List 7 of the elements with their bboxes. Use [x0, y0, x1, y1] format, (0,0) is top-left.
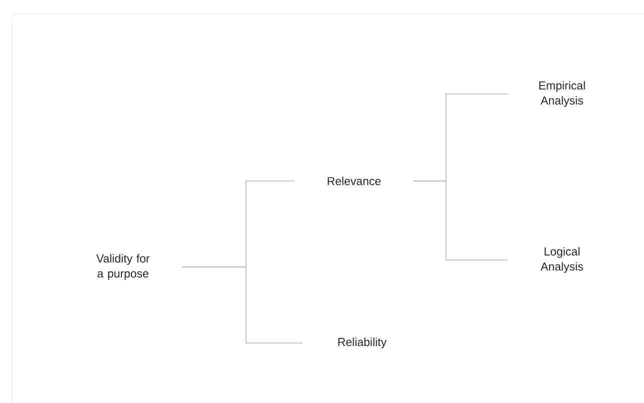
node-label: Relevance [328, 176, 381, 186]
connector-line [412, 180, 508, 260]
node-label: Logical Analysis [540, 247, 583, 273]
node-label: Reliability [338, 338, 387, 348]
node-label: Empirical Analysis [539, 81, 585, 107]
connector-line [182, 266, 304, 344]
node-label: Validity for a purpose [96, 254, 150, 280]
